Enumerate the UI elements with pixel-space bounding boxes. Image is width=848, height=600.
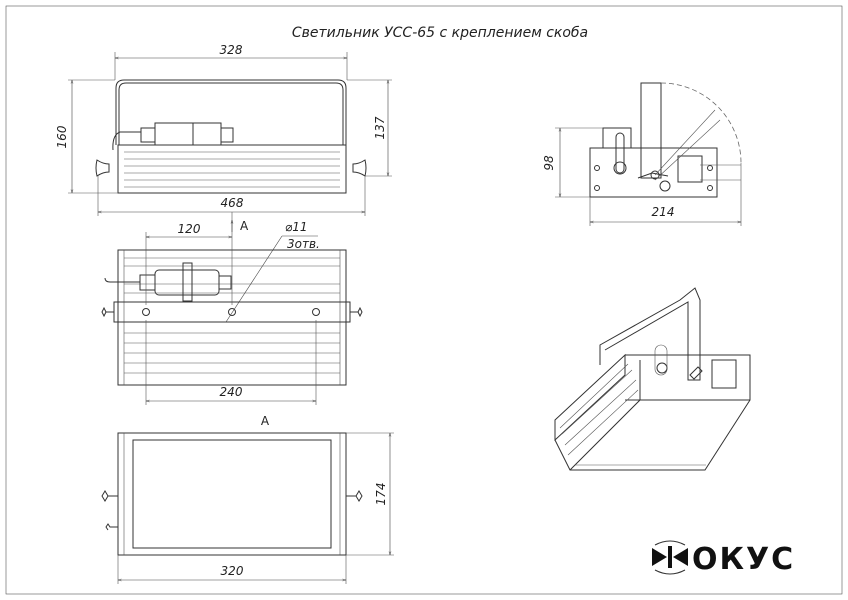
drawing-frame xyxy=(5,5,843,595)
side-view: 98 214 xyxy=(542,82,742,226)
hole-count-label: 3отв. xyxy=(287,237,320,251)
drawing-title: Светильник УСС-65 с креплением скоба xyxy=(292,25,588,41)
dim-174: 174 xyxy=(374,483,388,506)
dim-120: 120 xyxy=(178,222,201,236)
dim-468: 468 xyxy=(221,196,244,210)
section-view-label: A xyxy=(261,414,270,428)
fokus-logo: ОКУС xyxy=(652,540,795,577)
dim-160: 160 xyxy=(55,125,69,148)
front-view: 328 160 137 468 xyxy=(55,43,392,216)
dim-98: 98 xyxy=(542,155,556,171)
dim-240: 240 xyxy=(220,385,243,399)
top-view: A 120 ⌀11 3отв. 240 xyxy=(101,212,363,405)
section-view-a: A 174 320 xyxy=(101,414,394,584)
dim-328: 328 xyxy=(220,43,243,57)
dim-214: 214 xyxy=(652,205,675,219)
logo-text: ОКУС xyxy=(692,542,795,577)
hole-diameter-label: ⌀11 xyxy=(285,220,308,234)
dim-320: 320 xyxy=(221,564,244,578)
isometric-view xyxy=(554,287,751,471)
dim-137: 137 xyxy=(373,116,387,139)
section-marker-a: A xyxy=(240,219,249,233)
